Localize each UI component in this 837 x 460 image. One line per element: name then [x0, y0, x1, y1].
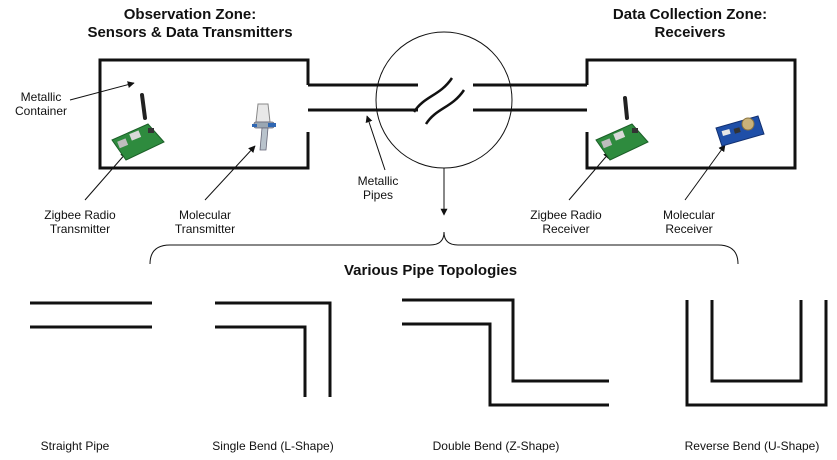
collection-zone-title: Data Collection Zone: Receivers	[575, 6, 805, 42]
container-label-line1: Metallic	[20, 90, 62, 104]
pipes-pointer	[365, 115, 386, 171]
magnifier-circle	[375, 31, 513, 169]
molecular-tx-label-line2: Transmitter	[174, 222, 236, 236]
observation-zone-title-line1: Observation Zone:	[123, 6, 257, 23]
collection-zone-title-line2: Receivers	[654, 24, 726, 41]
zigbee-rx-label-line2: Receiver	[542, 222, 590, 236]
left-container	[98, 58, 310, 170]
molecular-rx-pointer	[684, 144, 726, 201]
zigbee-rx-label-line1: Zigbee Radio	[530, 208, 602, 222]
molecular-rx-label-line1: Molecular	[662, 208, 716, 222]
pipes-label-line2: Pipes	[362, 188, 394, 202]
container-pointer	[69, 81, 135, 101]
pipes-label: Metallic Pipes	[343, 174, 413, 202]
topology-u-shape	[685, 300, 828, 407]
molecular-transmitter-image	[252, 103, 276, 151]
zigbee-rx-label: Zigbee Radio Receiver	[506, 208, 626, 236]
topology-z-shape	[402, 298, 609, 407]
break-mark-1	[412, 77, 454, 113]
observation-zone-title-line2: Sensors & Data Transmitters	[87, 24, 293, 41]
observation-zone-title: Observation Zone: Sensors & Data Transmi…	[70, 6, 310, 42]
topology-caption-straight: Straight Pipe	[40, 439, 110, 453]
zigbee-tx-pointer	[84, 151, 128, 201]
pipes-label-line1: Metallic	[357, 174, 399, 188]
zigbee-tx-label-line2: Transmitter	[49, 222, 111, 236]
zigbee-receiver-image	[595, 96, 649, 161]
topology-straight-pipe	[30, 301, 152, 329]
container-label: Metallic Container	[6, 90, 76, 118]
zigbee-transmitter-image	[111, 93, 165, 161]
molecular-rx-label: Molecular Receiver	[634, 208, 744, 236]
zigbee-tx-label-line1: Zigbee Radio	[44, 208, 116, 222]
molecular-tx-label: Molecular Transmitter	[150, 208, 260, 236]
zigbee-rx-pointer	[568, 151, 611, 201]
molecular-receiver-image	[715, 115, 765, 147]
topology-caption-z-shape: Double Bend (Z-Shape)	[432, 439, 560, 453]
container-label-line2: Container	[14, 104, 68, 118]
topology-brace	[149, 231, 739, 265]
topology-caption-l-shape: Single Bend (L-Shape)	[212, 439, 334, 453]
collection-zone-title-line1: Data Collection Zone:	[612, 6, 768, 23]
molecular-rx-label-line2: Receiver	[665, 222, 713, 236]
zigbee-tx-label: Zigbee Radio Transmitter	[20, 208, 140, 236]
break-mark-2	[424, 89, 466, 125]
molecular-tx-pointer	[204, 145, 256, 201]
molecular-tx-label-line1: Molecular	[178, 208, 232, 222]
topology-l-shape	[215, 301, 332, 397]
topology-caption-u-shape: Reverse Bend (U-Shape)	[684, 439, 820, 453]
right-container	[585, 58, 797, 170]
topologies-title: Various Pipe Topologies	[344, 262, 518, 279]
